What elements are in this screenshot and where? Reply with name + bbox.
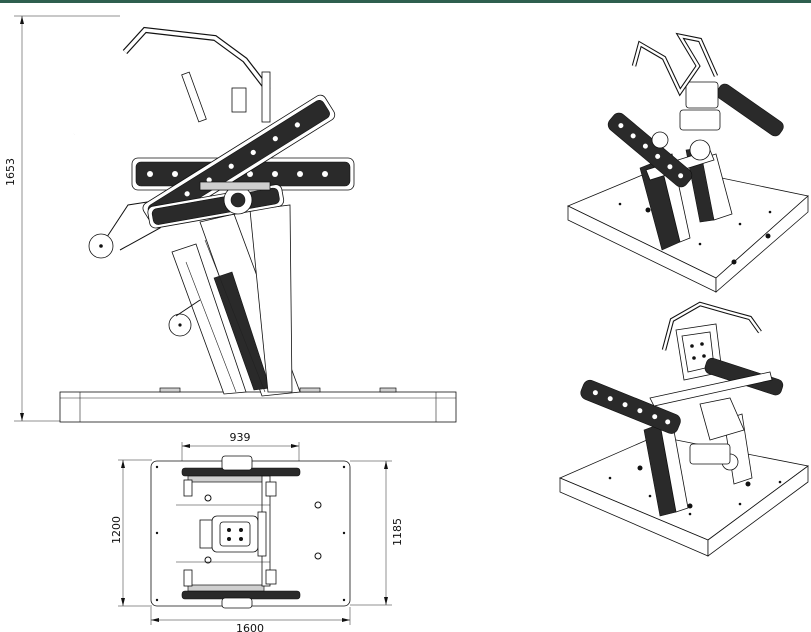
side-columns: [171, 204, 301, 397]
dim-inner-depth-label: 1185: [391, 518, 404, 546]
top-plate-holes: [155, 465, 346, 602]
top-view: 939 1200 1185 1600: [110, 431, 404, 632]
side-base-plate: [59, 387, 457, 423]
side-crossing-arms: [131, 94, 355, 229]
iso-view-bottom: [558, 301, 809, 557]
rail-span-dimension: 939: [181, 431, 300, 470]
side-pedal-arm: [88, 199, 201, 337]
iso-view-top: [567, 32, 809, 293]
inner-depth-dimension: 1185: [350, 460, 404, 606]
base-depth-dimension: 1200: [110, 459, 152, 607]
side-handle-bar: [72, 16, 286, 135]
dim-base-depth-label: 1200: [110, 516, 123, 544]
base-width-dimension: 1600: [150, 607, 351, 632]
top-rule: [0, 0, 811, 3]
dim-height-label: 1653: [4, 158, 17, 186]
side-view: 1653: [4, 15, 457, 423]
top-seat: [199, 511, 267, 557]
dim-base-width-label: 1600: [236, 622, 264, 632]
height-dimension: 1653: [4, 15, 120, 422]
dim-rail-span-label: 939: [230, 431, 251, 444]
